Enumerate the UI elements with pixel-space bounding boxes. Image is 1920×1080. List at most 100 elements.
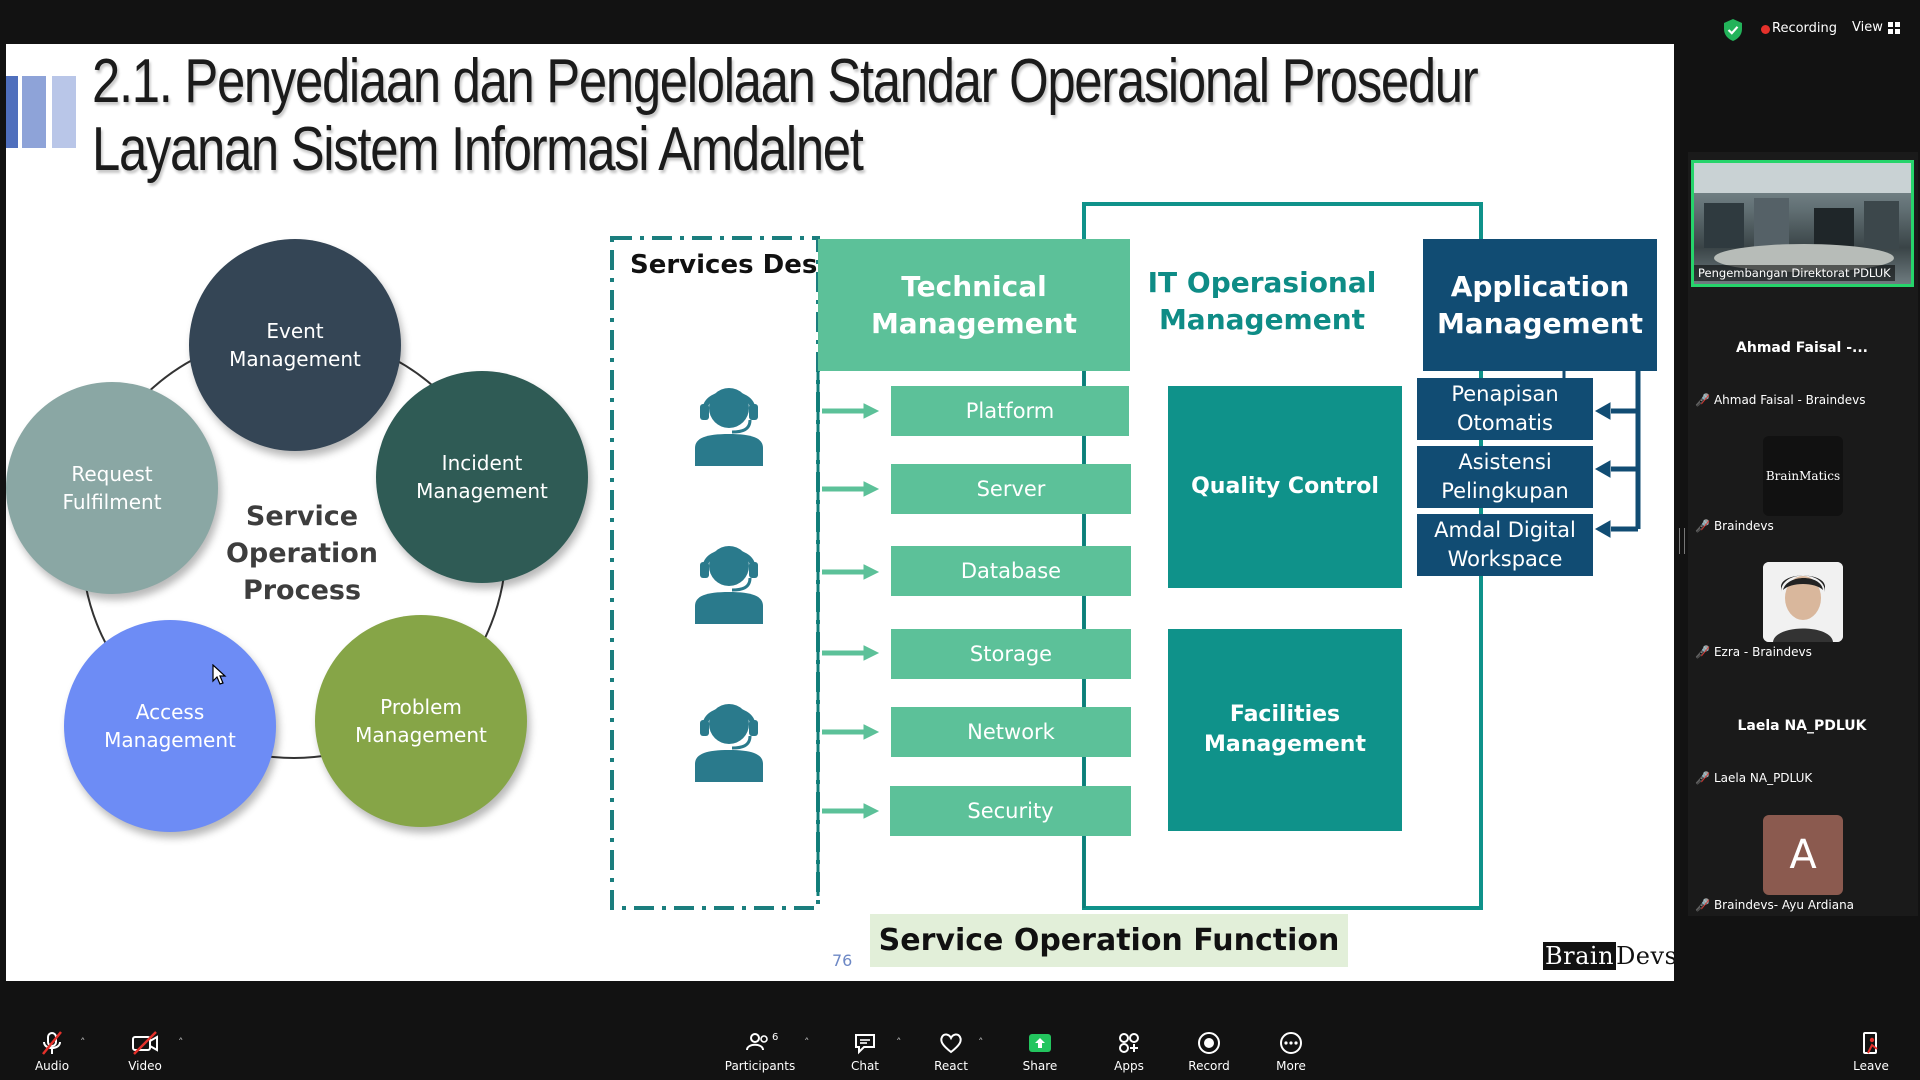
support-agent-icon [695,704,763,782]
header-line: Management [1436,307,1644,340]
toolbar-label: More [1276,1059,1306,1073]
participants-options-chevron-icon[interactable]: ˄ [804,1036,810,1049]
node-label-line: Management [355,723,487,747]
header-line: IT Operasional [1147,266,1377,299]
participants-icon [746,1033,768,1051]
node-label-line: Problem [380,695,462,719]
node-label-line: Access [135,700,205,724]
toolbar-label: Leave [1853,1059,1889,1073]
node-label-line: Request [71,462,153,486]
apps-button[interactable]: Apps [1094,1030,1164,1073]
slide-page-number: 76 [832,951,853,970]
participant-label[interactable]: 🎤̸Braindevs [1695,519,1774,533]
camera-off-icon [132,1031,158,1055]
active-video-tile[interactable]: Pengembangan Direktorat PDLUK [1691,160,1914,287]
participant-label[interactable]: 🎤̸Laela NA_PDLUK [1695,771,1812,785]
participant-label[interactable]: 🎤̸Braindevs- Ayu Ardiana [1695,898,1854,912]
participant-avatar: A [1763,815,1843,895]
node-label-line: Management [416,479,548,503]
participants-count: 6 [772,1032,779,1043]
muted-mic-icon: 🎤̸ [1695,898,1710,912]
react-button[interactable]: React [916,1030,986,1073]
video-tile-caption: Pengembangan Direktorat PDLUK [1694,265,1895,281]
recording-indicator[interactable]: Recording [1772,21,1838,36]
participant-label[interactable]: 🎤̸Ahmad Faisal - Braindevs [1695,393,1865,407]
node-label-line: Event [266,319,324,343]
chat-icon [855,1034,875,1055]
brainmatics-logo: BrainMatics [1765,469,1841,483]
video-button[interactable]: Video [110,1030,180,1073]
logo-brain: Brain [1543,942,1617,970]
header-line: Management [1158,303,1366,336]
participant-name: Laela NA_PDLUK [1737,718,1867,734]
toolbar-label: Audio [34,1059,70,1073]
chat-button[interactable]: Chat [830,1030,900,1073]
participants-button[interactable]: Participants [720,1030,800,1073]
muted-mic-icon: 🎤̸ [1695,645,1710,659]
meeting-toolbar [0,1024,1920,1080]
muted-mic-icon: 🎤̸ [1695,393,1710,407]
framework-connectors [610,202,1641,910]
record-button[interactable]: Record [1174,1030,1244,1073]
slide-title-line-1: 2.1. Penyediaan dan Pengelolaan Standar … [92,47,1479,116]
muted-mic-icon: 🎤̸ [1695,519,1710,533]
tm-item-network: Network [891,707,1131,757]
node-label-line: Management [104,728,236,752]
apps-icon [1119,1033,1139,1053]
toolbar-label: Chat [850,1059,880,1073]
muted-mic-icon: 🎤̸ [1695,771,1710,785]
leave-icon [1863,1032,1878,1054]
service-operation-function-label: Service Operation Function [870,914,1348,967]
toolbar-label: Record [1188,1059,1230,1073]
view-button[interactable]: View [1852,20,1883,35]
mouse-cursor-icon [212,664,227,685]
box-line: Otomatis [1457,411,1553,435]
toolbar-label: Apps [1114,1059,1144,1073]
slide-title-line-2: Layanan Sistem Informasi Amdalnet [92,115,864,184]
box-line: Facilities [1229,702,1341,727]
box-line: Amdal Digital [1434,518,1576,542]
logo-devs: Devs [1616,942,1674,970]
participant-label-text: Braindevs [1713,519,1774,533]
participant-label-text: Laela NA_PDLUK [1713,771,1813,785]
toolbar-label: Share [1022,1059,1058,1073]
audio-options-chevron-icon[interactable]: ˄ [80,1036,86,1049]
toolbar-label: React [934,1059,968,1073]
audio-button[interactable]: Audio [17,1030,87,1073]
meeting-top-bar [0,0,1920,44]
profile-photo-icon [1763,562,1843,642]
node-label-line: Incident [441,451,523,475]
cycle-center-label: Service Operation Process [186,498,418,609]
more-button[interactable]: More [1256,1030,1326,1073]
share-button[interactable]: Share [1005,1030,1075,1073]
share-screen-icon [1029,1034,1051,1052]
title-bar-decoration [22,76,46,148]
participant-avatar: BrainMatics [1763,436,1843,516]
video-options-chevron-icon[interactable]: ˄ [178,1036,184,1049]
services-desk-title: Services Desk [630,250,835,280]
shared-slide: 2.1. Penyediaan dan Pengelolaan Standar … [6,44,1674,981]
participant-avatar [1763,562,1843,642]
recording-dot-icon [1761,25,1770,34]
box-line: Asistensi [1458,450,1552,474]
chat-options-chevron-icon[interactable]: ˄ [896,1036,902,1049]
grid-view-icon[interactable] [1888,22,1900,34]
node-label-line: Management [229,347,361,371]
heart-icon [940,1033,962,1054]
security-shield-icon[interactable] [1722,18,1744,42]
participant-label[interactable]: 🎤̸Ezra - Braindevs [1695,645,1812,659]
tm-item-database: Database [891,546,1131,596]
react-options-chevron-icon[interactable]: ˄ [978,1036,984,1049]
panel-resize-handle[interactable] [1679,528,1685,554]
toolbar-label: Video [128,1059,162,1073]
leave-button[interactable]: Leave [1836,1030,1906,1073]
box-line: Penapisan [1451,382,1559,406]
